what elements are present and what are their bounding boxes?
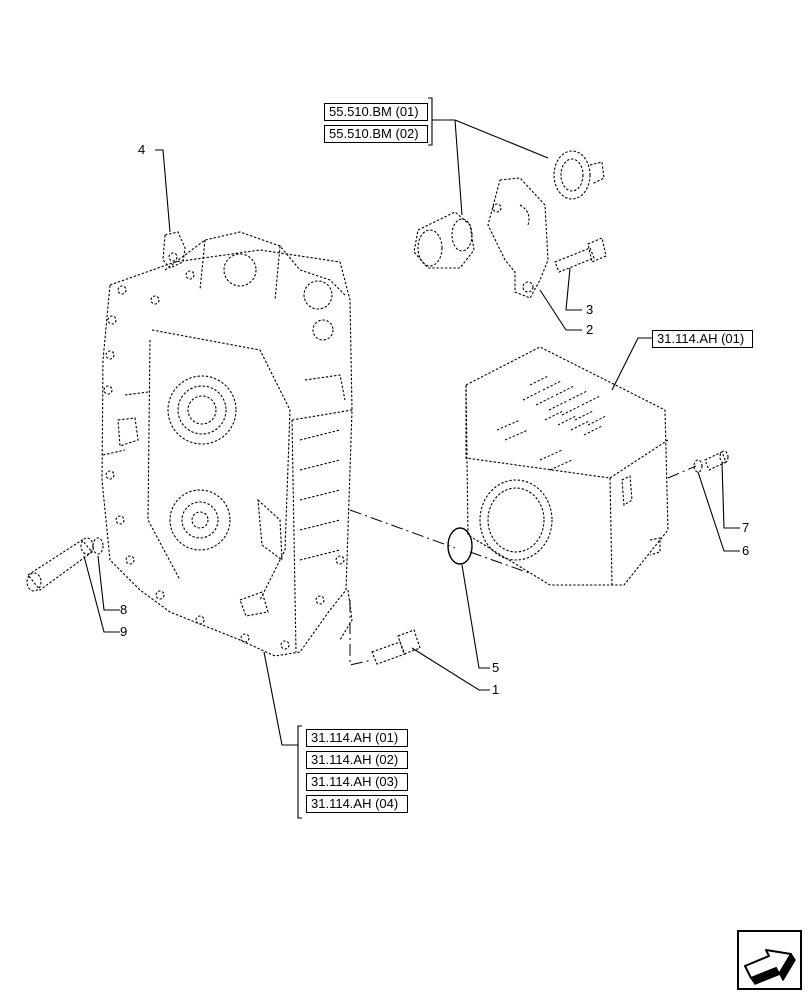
ref-55-510-bm-01[interactable]: 55.510.BM (01) [324, 103, 428, 121]
leader-line-7 [721, 462, 740, 529]
ref-31-114-ah-02[interactable]: 31.114.AH (02) [306, 751, 408, 769]
callout-8: 8 [120, 602, 128, 617]
o-ring-part-8 [92, 537, 104, 555]
leader-line-ref-right [611, 337, 652, 391]
centerline-2 [469, 551, 533, 575]
bracket-part-2 [487, 177, 549, 299]
leader-line-2 [539, 289, 582, 331]
leader-line-6 [697, 471, 740, 552]
leader-line-1 [411, 647, 490, 691]
leader-line-5 [461, 564, 490, 669]
next-page-arrow-icon [744, 949, 796, 985]
ref-31-114-ah-04[interactable]: 31.114.AH (04) [306, 795, 408, 813]
callout-1: 1 [492, 682, 500, 697]
centerline-4 [349, 600, 373, 666]
ref-31-114-ah-01-right[interactable]: 31.114.AH (01) [652, 330, 753, 348]
bracket-ref-top [428, 97, 433, 146]
callout-2: 2 [586, 322, 594, 337]
callout-4: 4 [138, 142, 146, 157]
leader-line-8 [97, 555, 120, 611]
bolt-part-1 [371, 629, 421, 665]
callout-9: 9 [120, 624, 128, 639]
leader-line-ref-top [432, 119, 549, 216]
o-ring-part-5 [447, 527, 473, 565]
callout-7: 7 [742, 520, 750, 535]
clip-part-4 [162, 231, 186, 269]
centerline-3 [667, 465, 697, 479]
screw-part-7 [704, 450, 729, 471]
cover-part [465, 346, 669, 586]
washer-part-6 [693, 459, 703, 473]
leader-line-3 [565, 267, 582, 311]
bracket-ref-bottom [297, 725, 302, 819]
centerline-1 [349, 509, 456, 549]
gearbox-housing [101, 231, 353, 657]
coupling-part [413, 211, 475, 269]
leader-line-ref-bottom [263, 651, 298, 746]
ref-31-114-ah-03[interactable]: 31.114.AH (03) [306, 773, 408, 791]
leader-line-9 [83, 555, 120, 633]
ref-31-114-ah-01[interactable]: 31.114.AH (01) [306, 729, 408, 747]
bolt-part-3 [554, 237, 607, 273]
pin-part-9 [26, 537, 94, 592]
callout-5: 5 [492, 660, 500, 675]
leader-line-4 [155, 149, 171, 233]
callout-6: 6 [742, 543, 750, 558]
ref-55-510-bm-02[interactable]: 55.510.BM (02) [324, 125, 428, 143]
callout-3: 3 [586, 302, 594, 317]
next-page-button[interactable] [737, 930, 802, 990]
plug-part [553, 150, 605, 200]
